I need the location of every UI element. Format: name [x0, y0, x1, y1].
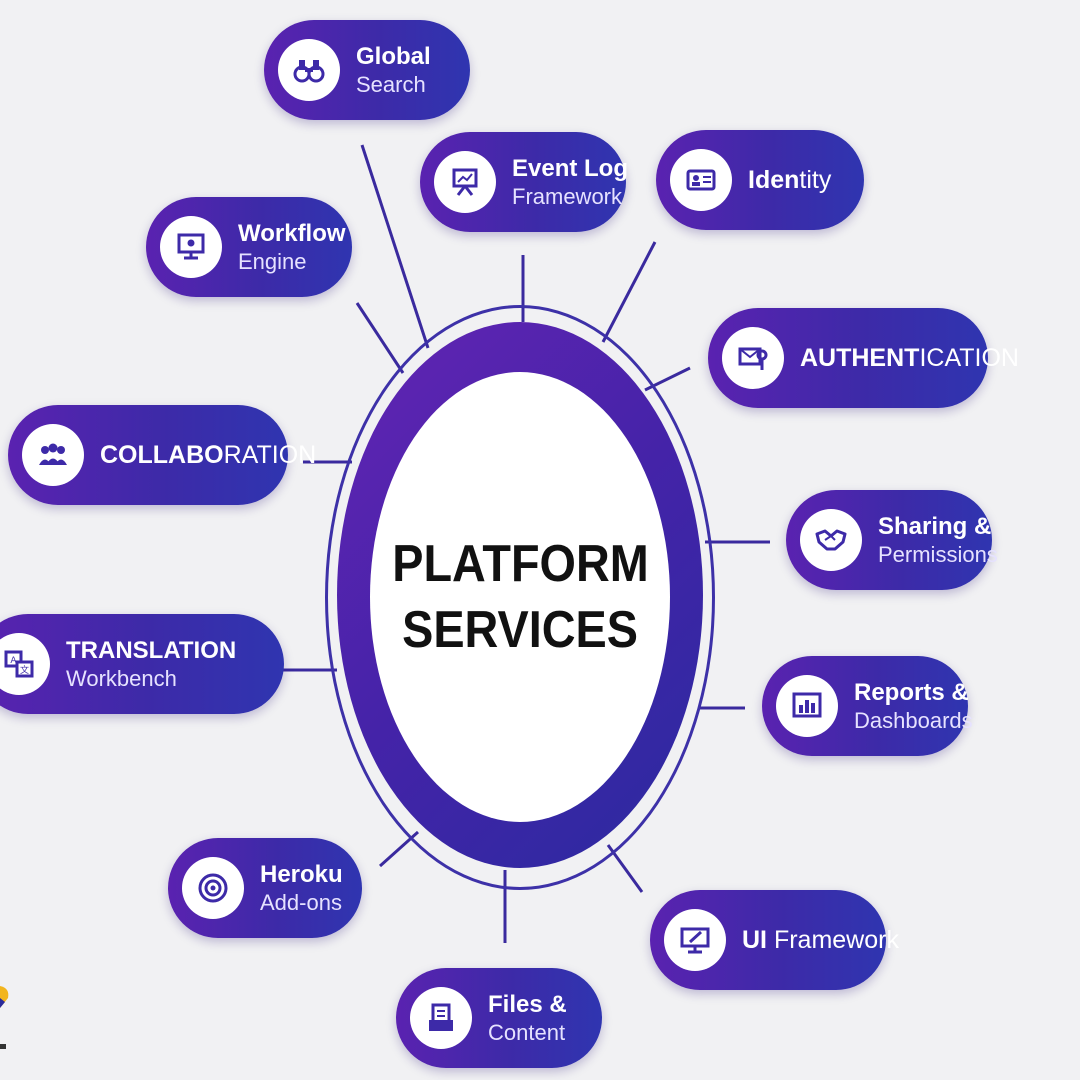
- service-ui-framework-title-rest: Framework: [767, 926, 899, 954]
- svg-text:文: 文: [20, 664, 29, 676]
- service-translation-title: TRANSLATION: [66, 637, 237, 664]
- corner-logo-fragment: [0, 986, 9, 1049]
- hub-center: PLATFORM SERVICES: [370, 372, 670, 822]
- service-identity-title-bold: Iden: [748, 166, 800, 194]
- people-group-icon: [22, 424, 84, 486]
- svg-text:A: A: [10, 656, 17, 666]
- service-sharing-title: Sharing &: [878, 513, 992, 540]
- service-global-search: Global Search: [264, 20, 470, 120]
- files-folder-icon: [410, 987, 472, 1049]
- service-files-title: Files &: [488, 991, 567, 1018]
- service-collaboration-title-bold: COLLABO: [100, 441, 224, 469]
- service-event-log-subtitle: Framework: [512, 184, 623, 209]
- service-heroku-title: Heroku: [260, 861, 343, 888]
- service-reports-title: Reports &: [854, 679, 969, 706]
- service-reports: Reports & Dashboards: [762, 656, 973, 756]
- service-heroku-subtitle: Add-ons: [260, 890, 342, 915]
- service-sharing: Sharing & Permissions: [786, 490, 998, 590]
- key-lock-icon: [722, 327, 784, 389]
- service-collaboration: COLLABORATION: [8, 405, 316, 505]
- binoculars-icon: [278, 39, 340, 101]
- bar-chart-icon: [776, 675, 838, 737]
- handshake-icon: [800, 509, 862, 571]
- service-authentication-title-rest: ICATION: [919, 344, 1019, 372]
- monitor-edit-icon: [664, 909, 726, 971]
- id-card-icon: [670, 149, 732, 211]
- service-reports-subtitle: Dashboards: [854, 708, 973, 733]
- connector-global-search: [360, 144, 430, 349]
- presentation-board-icon: [434, 151, 496, 213]
- service-translation-subtitle: Workbench: [66, 666, 177, 691]
- service-workflow: Workflow Engine: [146, 197, 352, 297]
- service-authentication-title-bold: AUTHENT: [800, 344, 920, 372]
- service-files-subtitle: Content: [488, 1020, 566, 1045]
- hub-title-line2: SERVICES: [402, 601, 638, 659]
- target-circle-icon: [182, 857, 244, 919]
- service-event-log: Event Log Framework: [420, 132, 629, 232]
- service-identity: Identity: [656, 130, 864, 230]
- service-workflow-subtitle: Engine: [238, 249, 307, 274]
- hub-outer-ring: [325, 305, 715, 890]
- hub-title-line1: PLATFORM: [391, 535, 649, 593]
- connector-workflow: [355, 302, 405, 374]
- service-sharing-subtitle: Permissions: [878, 542, 998, 567]
- service-global-search-title: Global: [356, 43, 431, 70]
- service-files: Files & Content: [396, 968, 602, 1068]
- monitor-workflow-icon: [160, 216, 222, 278]
- service-event-log-title: Event Log: [512, 155, 629, 182]
- service-global-search-subtitle: Search: [356, 72, 426, 97]
- service-heroku: Heroku Add-ons: [168, 838, 362, 938]
- service-ui-framework-title-bold: UI: [742, 926, 767, 954]
- connector-identity: [601, 241, 657, 343]
- service-collaboration-title-rest: RATION: [223, 441, 317, 469]
- service-ui-framework: UI Framework: [650, 890, 899, 990]
- service-authentication: AUTHENTICATION: [708, 308, 1019, 408]
- service-identity-title-rest: tity: [799, 166, 832, 194]
- service-workflow-title: Workflow: [238, 220, 346, 247]
